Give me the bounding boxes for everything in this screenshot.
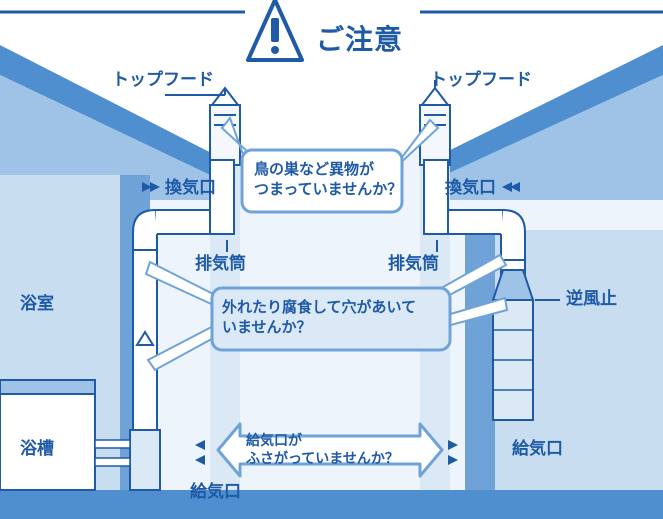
callout-box-nest — [240, 148, 404, 214]
callout-corrosion-text: 外れたり腐食して穴があいて いませんか？ — [222, 298, 416, 337]
right-exhaust-elbow — [500, 209, 526, 261]
label-top-hood-left: トップフード — [112, 70, 214, 90]
label-exhaust-left: 排気筒 — [195, 254, 246, 274]
label-bathroom: 浴室 — [20, 294, 54, 314]
label-vent-right: 換気口 — [445, 178, 496, 198]
label-vent-left: 換気口 — [165, 178, 216, 198]
left-roof-underside — [0, 75, 210, 200]
vent-arrows-left — [142, 182, 160, 192]
callout-corrosion-line2: いませんか？ — [222, 317, 312, 336]
right-exhaust-vertical-top — [423, 159, 449, 235]
right-roof — [430, 45, 663, 175]
supply-arrows-left — [195, 440, 205, 465]
left-exhaust-horizontal — [154, 209, 211, 235]
bathtub-shape — [0, 379, 96, 491]
callout-nest-text: 鳥の巣など異物が つまっていませんか？ — [254, 160, 402, 199]
warning-dot — [271, 46, 279, 54]
label-exhaust-right: 排気筒 — [388, 254, 439, 274]
label-supply-left: 給気口 — [190, 482, 241, 502]
label-backdraft-stopper: 逆風止 — [566, 289, 617, 309]
left-heater-unit — [129, 429, 161, 491]
floor — [0, 490, 663, 519]
left-roof — [0, 45, 225, 175]
callout-box-supply — [216, 422, 444, 478]
left-exhaust-elbow — [132, 209, 158, 251]
vent-arrows-right — [502, 182, 520, 192]
callout-box-corrosion — [210, 286, 452, 352]
callout-nest-line2: つまっていませんか？ — [254, 179, 403, 198]
right-exhaust-horizontal — [447, 209, 504, 235]
left-exhaust-vertical-top — [209, 159, 235, 235]
label-supply-right: 給気口 — [512, 439, 563, 459]
warning-mark — [271, 18, 279, 42]
label-top-hood-right: トップフード — [430, 70, 532, 90]
left-top-hood-cap — [209, 86, 241, 106]
callout-corrosion-line1: 外れたり腐食して穴があいて — [222, 298, 417, 316]
page-title: ご注意 — [316, 23, 404, 56]
callout-supply-line1: 給気口が — [246, 433, 302, 449]
right-top-hood-cap — [419, 86, 451, 106]
supply-arrows-right — [448, 440, 458, 465]
label-bathtub: 浴槽 — [20, 439, 54, 459]
callout-nest-line1: 鳥の巣など異物が — [254, 160, 375, 178]
right-roof-underside — [445, 75, 663, 200]
left-backdraft-icon — [135, 330, 155, 346]
callout-supply-line2: ふさがっていませんか？ — [246, 451, 399, 468]
callout-supply-text: 給気口が ふさがっていませんか？ — [246, 432, 399, 468]
